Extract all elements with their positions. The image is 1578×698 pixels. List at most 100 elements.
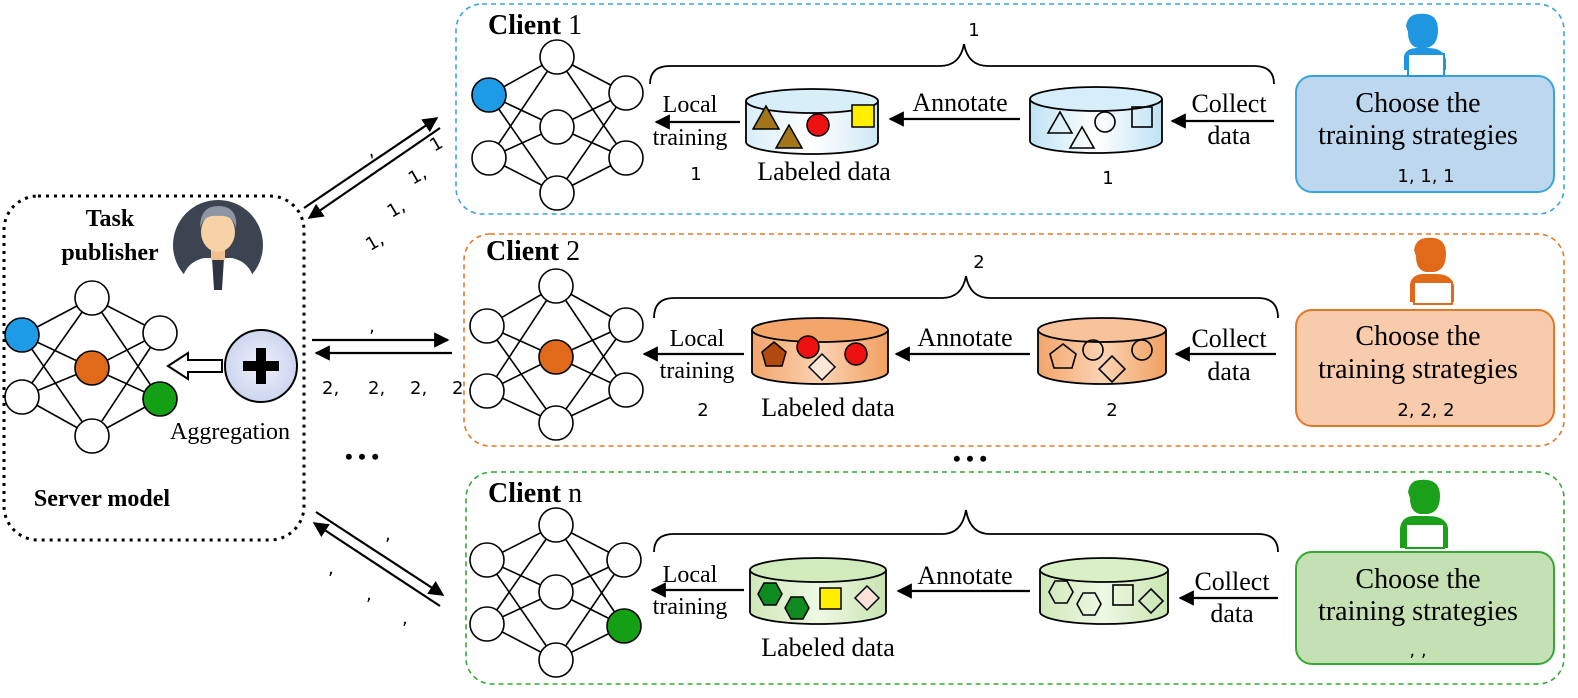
c2-lower-mark-1: 2, [322, 378, 339, 399]
cn-download-arrow [312, 522, 441, 607]
client-n-collect-line1: Collect [1194, 567, 1270, 596]
circle-icon [806, 113, 830, 137]
c2-lower-mark-2: 2, [368, 378, 385, 399]
network-node [539, 109, 575, 145]
client-n-strategy-box [1295, 551, 1555, 665]
server-network [4, 280, 178, 454]
client-2-labeled-label: Labeled data [761, 393, 895, 422]
client-2-choose-line2: training strategies [1318, 354, 1518, 385]
client-1-collect-line2: data [1207, 121, 1251, 150]
network-node [471, 77, 507, 113]
network-node [608, 372, 644, 408]
task-publisher-line2: publisher [61, 240, 159, 266]
network-node [74, 280, 110, 316]
user-icon [1404, 13, 1446, 77]
client-1-choose-line2: training strategies [1318, 120, 1518, 151]
client-n-labeled-label: Labeled data [761, 633, 895, 662]
client-2-brace-label: 2 [973, 252, 984, 273]
user-icon [1410, 237, 1454, 305]
hexagon-icon [784, 596, 810, 620]
network-edge [91, 297, 161, 400]
network-node [538, 405, 574, 441]
hexagon-icon [1048, 580, 1074, 604]
network-node [606, 542, 642, 578]
hexagon-icon [757, 582, 783, 606]
cn-mark-3: , [366, 584, 372, 605]
client-1-raw-sub: 1 [1102, 168, 1113, 189]
client-n-choose-sub: , , [1409, 640, 1426, 661]
network-node [74, 418, 110, 454]
network-node [142, 381, 178, 417]
client-n-raw-db [1039, 557, 1169, 625]
cn-mark-4: , [402, 608, 408, 629]
hexagon-icon [1076, 592, 1102, 616]
client-1-collect-line1: Collect [1191, 89, 1267, 118]
diamond-icon [853, 584, 881, 612]
network-edge [486, 524, 557, 625]
publisher-avatar [173, 200, 263, 292]
c2-lower-mark-4: 2 [452, 378, 463, 399]
client-1-local-line2: training [653, 125, 728, 151]
network-node [469, 373, 505, 409]
diamond-icon [1137, 587, 1165, 615]
square-icon [1112, 584, 1134, 606]
client-2-local-line2: training [660, 358, 735, 384]
network-edge [21, 334, 93, 437]
network-node [538, 507, 574, 543]
network-node [539, 175, 575, 211]
diamond-icon [807, 352, 837, 382]
pentagon-icon [761, 341, 787, 367]
client-n-choose-line1: Choose the [1355, 564, 1480, 595]
client-2-collect-line1: Collect [1191, 324, 1267, 353]
circle-icon [1094, 111, 1116, 133]
client-2-local-sub: 2 [697, 400, 708, 421]
circle-icon [796, 335, 820, 359]
client-n-choose-line2: training strategies [1318, 596, 1518, 627]
client-2-choose-line1: Choose the [1355, 321, 1480, 352]
client-2-network [469, 268, 644, 441]
network-node [142, 315, 178, 351]
network-node [608, 140, 644, 176]
client-1-choose-sub: 1, 1, 1 [1397, 166, 1454, 187]
client-2-strategy-box [1295, 309, 1555, 427]
network-node [471, 140, 507, 176]
network-node [539, 39, 575, 75]
client-1-raw-db [1029, 86, 1163, 154]
server-model-label: Server model [34, 486, 171, 512]
network-edge [21, 297, 93, 398]
client-2-local-line1: Local [670, 326, 725, 352]
network-edge [488, 94, 558, 194]
circle-icon [1131, 339, 1153, 361]
cn-upload-arrow [315, 511, 445, 596]
pentagon-icon [1049, 342, 1077, 369]
square-icon [819, 587, 842, 610]
client-1-local-line1: Local [663, 92, 718, 118]
clients-dots: • • • [953, 446, 987, 471]
c1-lower-mark-2: 1, [384, 196, 409, 223]
task-publisher-line1: Task [86, 206, 135, 232]
client-n-local-line1: Local [663, 562, 718, 588]
server-dots: • • • [345, 444, 379, 469]
triangle-icon [1046, 110, 1074, 134]
network-edge [555, 559, 625, 661]
client-2-collect-line2: data [1207, 357, 1251, 386]
client-1-labeled-label: Labeled data [757, 157, 891, 186]
client-n-brace [653, 509, 1279, 553]
client-2-brace [653, 275, 1279, 319]
aggregation-arrow [166, 351, 223, 381]
triangle-icon [751, 104, 781, 130]
c2-upper-mark: , [369, 316, 375, 337]
client-1-panel: Client 1 1 Local training 1 Labeled data… [455, 3, 1565, 215]
client-n-local-line2: training [653, 594, 728, 620]
network-node [608, 75, 644, 111]
user-icon [1400, 479, 1448, 549]
network-node [469, 606, 505, 642]
network-node [538, 642, 574, 678]
network-edge [91, 332, 161, 437]
network-node [606, 608, 642, 644]
network-node [608, 307, 644, 343]
diamond-icon [1097, 354, 1127, 384]
client-2-raw-sub: 2 [1106, 400, 1117, 421]
client-1-labeled-db [745, 88, 879, 155]
network-edge [486, 559, 557, 661]
